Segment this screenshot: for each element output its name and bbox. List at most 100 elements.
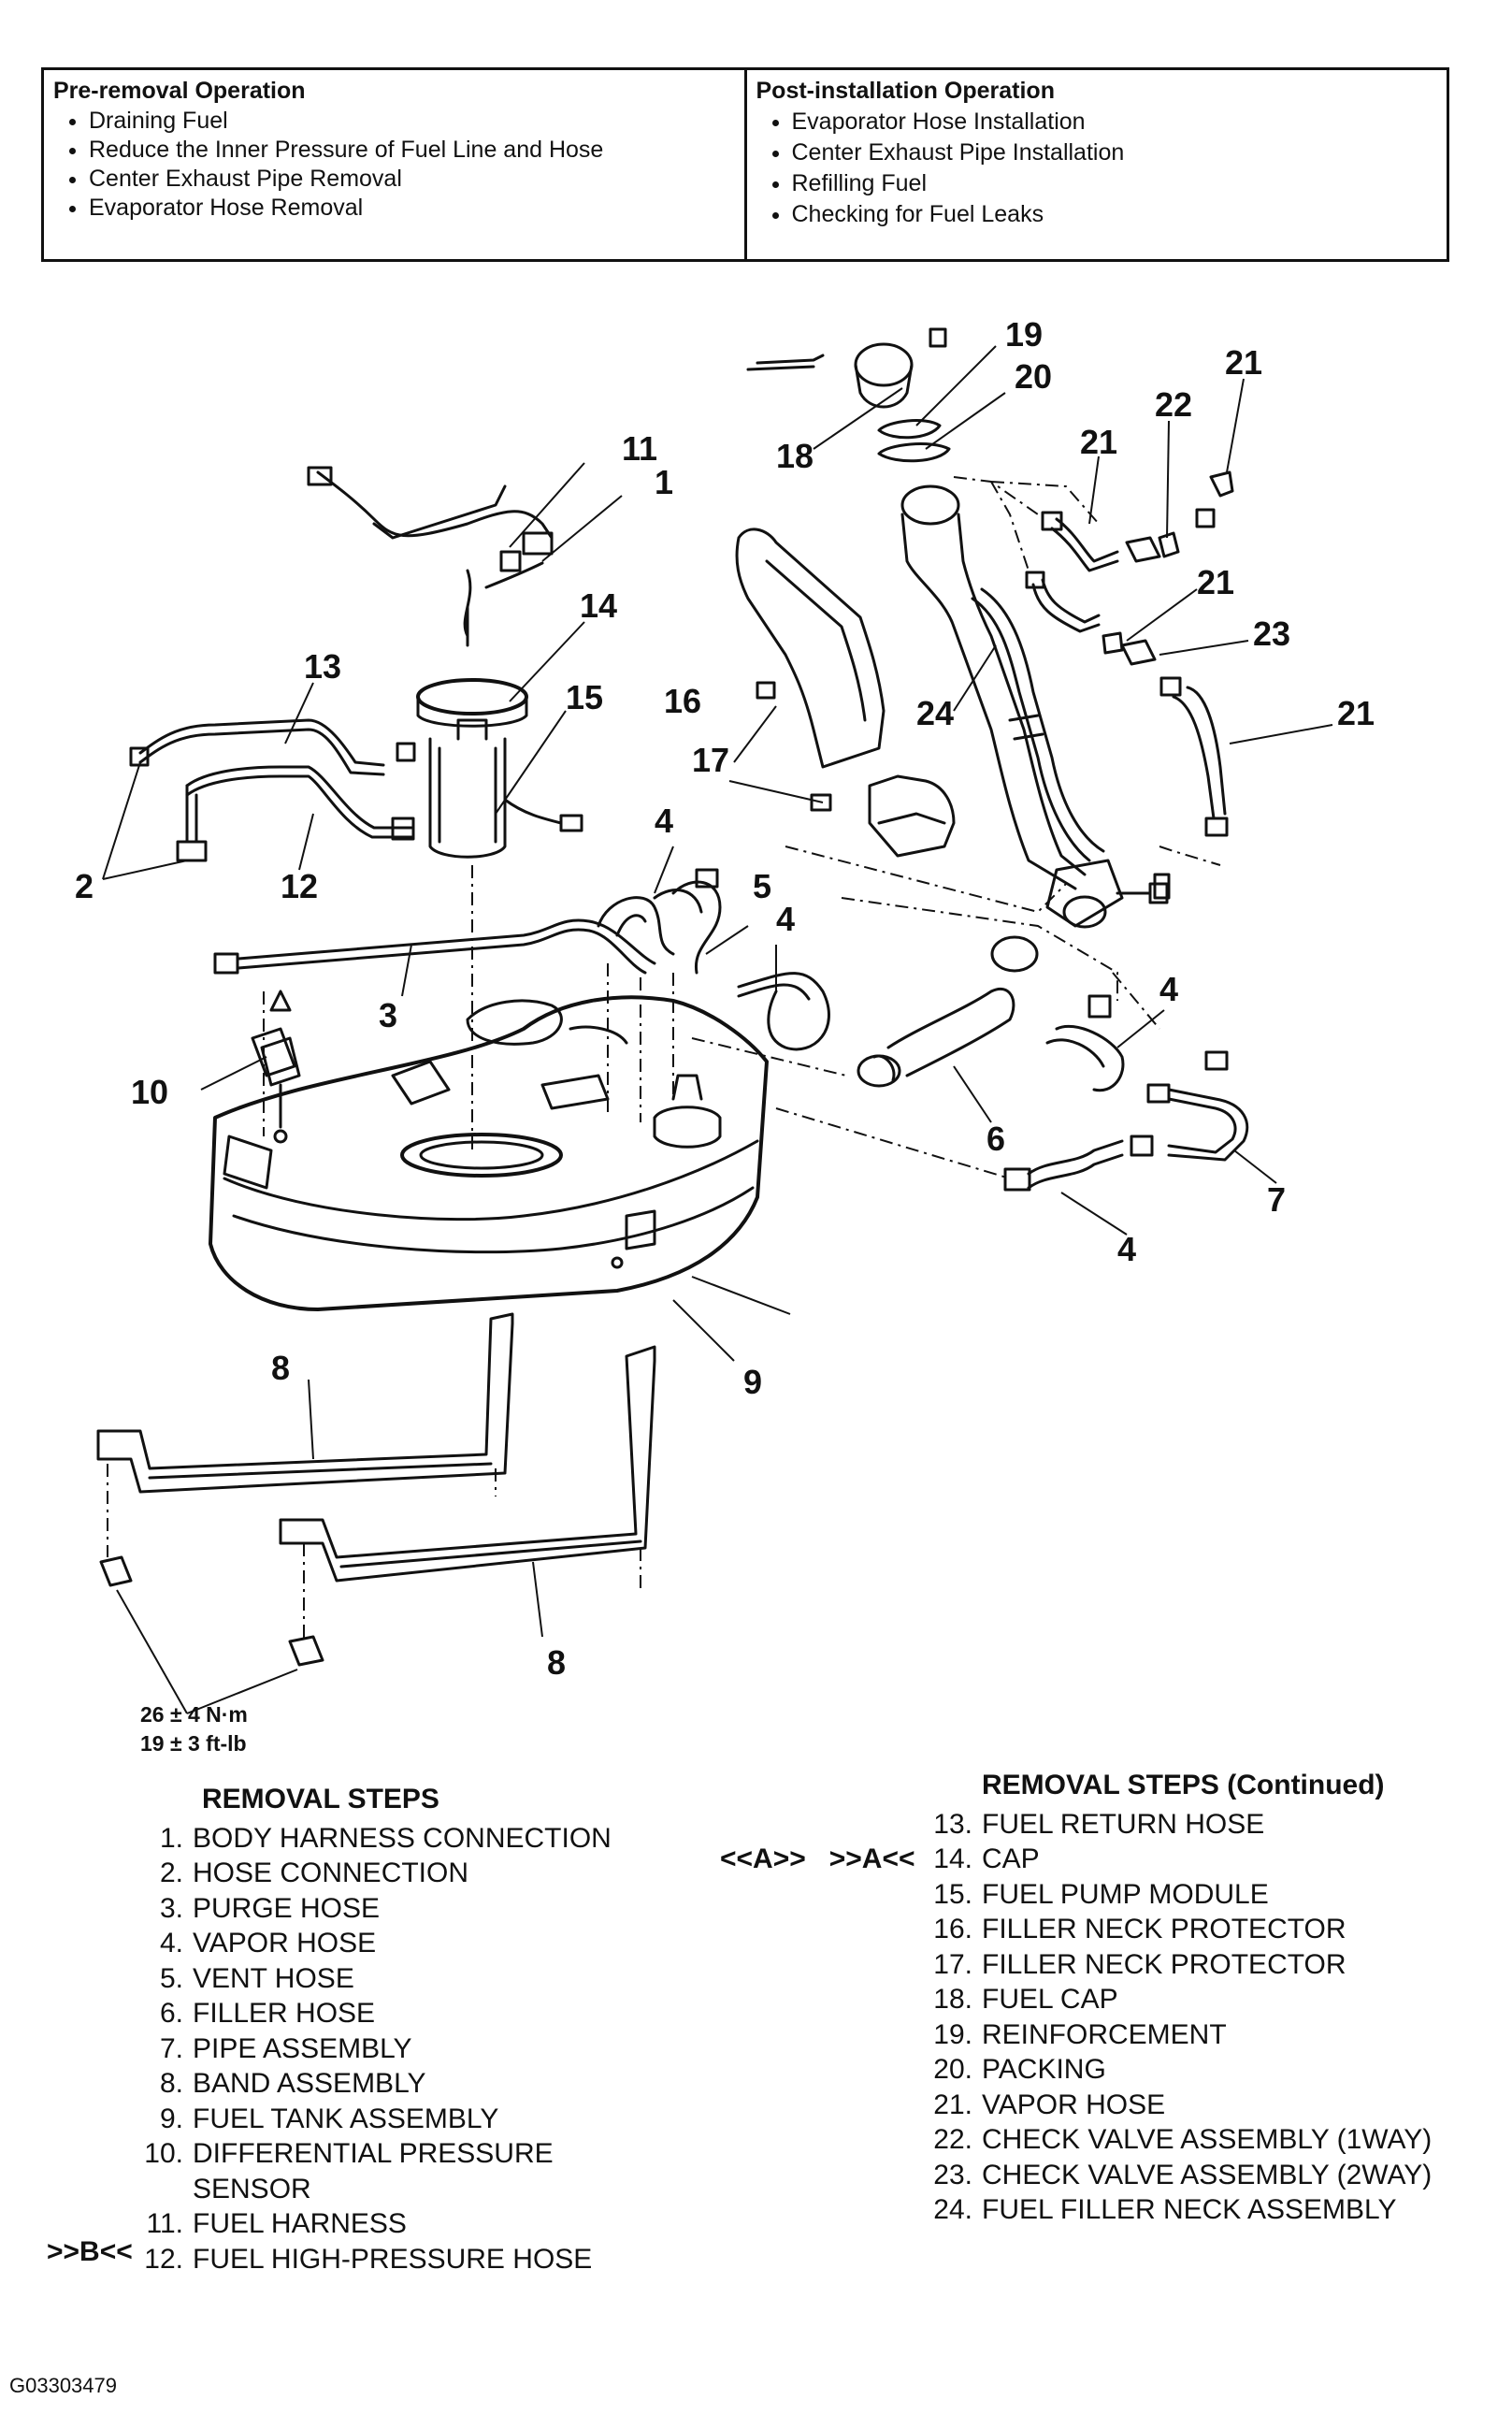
step-number: 21. bbox=[933, 2089, 972, 2120]
step-number: 18. bbox=[933, 1984, 972, 2015]
pre-removal-item: Center Exhaust Pipe Removal bbox=[89, 165, 735, 194]
callout-4a: 4 bbox=[655, 802, 673, 840]
removal-step: 15. FUEL PUMP MODULE bbox=[926, 1877, 1487, 1913]
removal-step: 3.PURGE HOSE bbox=[140, 1891, 720, 1927]
callout-18: 18 bbox=[776, 437, 814, 475]
removal-step: 14.CAP bbox=[926, 1842, 1487, 1877]
callout-5: 5 bbox=[753, 867, 771, 905]
callout-labels: 11 1 14 15 13 12 2 3 10 4 5 4 4 6 7 4 9 … bbox=[75, 315, 1375, 1682]
removal-step: 4.VAPOR HOSE bbox=[140, 1926, 720, 1961]
callout-3: 3 bbox=[379, 996, 397, 1034]
torque-spec: 26 ± 4 N·m 19 ± 3 ft-lb bbox=[140, 1700, 248, 1758]
post-installation-item: Evaporator Hose Installation bbox=[792, 107, 1438, 137]
step-number: 10. bbox=[144, 2138, 183, 2169]
callout-13: 13 bbox=[304, 647, 341, 686]
fuel-pump-module-drawing bbox=[416, 678, 583, 859]
step-text: FUEL TANK ASSEMBLY bbox=[193, 2103, 499, 2134]
callout-23: 23 bbox=[1253, 614, 1290, 653]
step-number: 4. bbox=[159, 1928, 183, 1959]
vapor-vent-hoses-drawing bbox=[597, 868, 1125, 1192]
removal-step: SENSOR bbox=[140, 2172, 720, 2207]
step-text: HOSE CONNECTION bbox=[193, 1857, 469, 1888]
callout-6: 6 bbox=[986, 1120, 1005, 1158]
step-text: CHECK VALVE ASSEMBLY (1WAY) bbox=[982, 2124, 1433, 2155]
bolt-drawings bbox=[1153, 873, 1171, 900]
callout-8b: 8 bbox=[547, 1643, 566, 1682]
step-number bbox=[140, 2172, 193, 2207]
step-text: BAND ASSEMBLY bbox=[193, 2068, 426, 2099]
removal-step: 13.FUEL RETURN HOSE bbox=[926, 1807, 1487, 1843]
step-text: PACKING bbox=[982, 2054, 1106, 2085]
pre-removal-column: Pre-removal Operation Draining Fuel Redu… bbox=[44, 70, 744, 259]
step-text: VAPOR HOSE bbox=[982, 2089, 1166, 2120]
step-number: 1. bbox=[159, 1822, 183, 1854]
callout-4d: 4 bbox=[1117, 1230, 1136, 1268]
removal-step: 7. PIPE ASSEMBLY bbox=[140, 2031, 720, 2067]
removal-step: 12.FUEL HIGH-PRESSURE HOSE bbox=[140, 2242, 720, 2277]
fuel-hoses-drawing bbox=[129, 718, 416, 862]
callout-8a: 8 bbox=[271, 1349, 290, 1387]
torque-imperial: 19 ± 3 ft-lb bbox=[140, 1731, 247, 1756]
step-number: 24. bbox=[933, 2194, 972, 2225]
removal-step: 16. FILLER NECK PROTECTOR bbox=[926, 1912, 1487, 1947]
filler-hose-drawing bbox=[857, 935, 1039, 1088]
step-text: BODY HARNESS CONNECTION bbox=[193, 1822, 612, 1854]
step-number: 9. bbox=[159, 2103, 183, 2134]
callout-9: 9 bbox=[743, 1363, 762, 1401]
step-text: FUEL FILLER NECK ASSEMBLY bbox=[982, 2194, 1397, 2225]
step-number: 8. bbox=[159, 2068, 183, 2099]
step-number: 12. bbox=[144, 2243, 183, 2275]
callout-14: 14 bbox=[580, 586, 617, 625]
step-text: FUEL HARNESS bbox=[193, 2208, 407, 2239]
callout-17: 17 bbox=[692, 741, 729, 779]
pre-removal-list: Draining Fuel Reduce the Inner Pressure … bbox=[53, 107, 735, 223]
removal-steps-title: REMOVAL STEPS bbox=[202, 1784, 439, 1814]
step-number: 7. bbox=[159, 2032, 183, 2064]
step-number: 15. bbox=[933, 1878, 972, 1910]
step-text: FILLER HOSE bbox=[193, 1998, 376, 2029]
pre-removal-title: Pre-removal Operation bbox=[53, 78, 306, 104]
removal-steps-left: REMOVAL STEPS 1.BODY HARNESS CONNECTION … bbox=[47, 1782, 720, 2277]
figure-id: G03303479 bbox=[9, 2374, 117, 2397]
step-text: SENSOR bbox=[193, 2173, 311, 2204]
step-text: FUEL PUMP MODULE bbox=[982, 1878, 1269, 1910]
removal-step: 2. HOSE CONNECTION bbox=[140, 1856, 720, 1891]
step-number: 16. bbox=[933, 1914, 972, 1944]
torque-metric: 26 ± 4 N·m bbox=[140, 1702, 248, 1727]
callout-19: 19 bbox=[1005, 315, 1043, 354]
step-text: FILLER NECK PROTECTOR bbox=[982, 1914, 1346, 1944]
step-number: 11. bbox=[146, 2208, 183, 2239]
callout-21c: 21 bbox=[1197, 563, 1234, 601]
callout-21b: 21 bbox=[1225, 343, 1262, 382]
step-number: 3. bbox=[159, 1892, 183, 1924]
callout-20: 20 bbox=[1015, 357, 1052, 396]
removal-step: 9. FUEL TANK ASSEMBLY bbox=[140, 2102, 720, 2137]
step-number: 13. bbox=[933, 1808, 972, 1840]
removal-step: 6.FILLER HOSE bbox=[140, 1996, 720, 2031]
removal-step: 23.CHECK VALVE ASSEMBLY (2WAY) bbox=[926, 2158, 1487, 2193]
callout-24: 24 bbox=[916, 694, 954, 732]
step-text: PIPE ASSEMBLY bbox=[193, 2032, 412, 2064]
step-number: 22. bbox=[933, 2124, 972, 2155]
post-installation-title: Post-installation Operation bbox=[756, 78, 1055, 104]
callout-21d: 21 bbox=[1337, 694, 1375, 732]
pre-removal-item: Reduce the Inner Pressure of Fuel Line a… bbox=[89, 136, 735, 165]
removal-step: 18.FUEL CAP bbox=[926, 1982, 1487, 2017]
step-text: VENT HOSE bbox=[193, 1962, 354, 1994]
removal-steps-right: REMOVAL STEPS (Continued) 13.FUEL RETURN… bbox=[720, 1768, 1487, 2228]
callout-15: 15 bbox=[566, 678, 603, 716]
post-installation-item: Center Exhaust Pipe Installation bbox=[792, 137, 1438, 168]
fuel-harness-drawing bbox=[307, 466, 554, 647]
vapor-hose-and-check-valve-drawing bbox=[1025, 470, 1234, 837]
step-number: 17. bbox=[933, 1948, 972, 1980]
callout-7: 7 bbox=[1267, 1180, 1286, 1219]
leader-lines bbox=[102, 345, 1333, 1714]
post-installation-list: Evaporator Hose Installation Center Exha… bbox=[756, 107, 1438, 230]
callout-11: 11 bbox=[622, 429, 657, 468]
removal-step: 1. BODY HARNESS CONNECTION bbox=[140, 1821, 720, 1857]
step-text: CHECK VALVE ASSEMBLY (2WAY) bbox=[982, 2159, 1433, 2190]
removal-step: 19.REINFORCEMENT bbox=[926, 2017, 1487, 2053]
callout-2: 2 bbox=[75, 867, 94, 905]
step-number: 2. bbox=[159, 1857, 183, 1888]
fuel-cap-drawing bbox=[746, 327, 951, 463]
